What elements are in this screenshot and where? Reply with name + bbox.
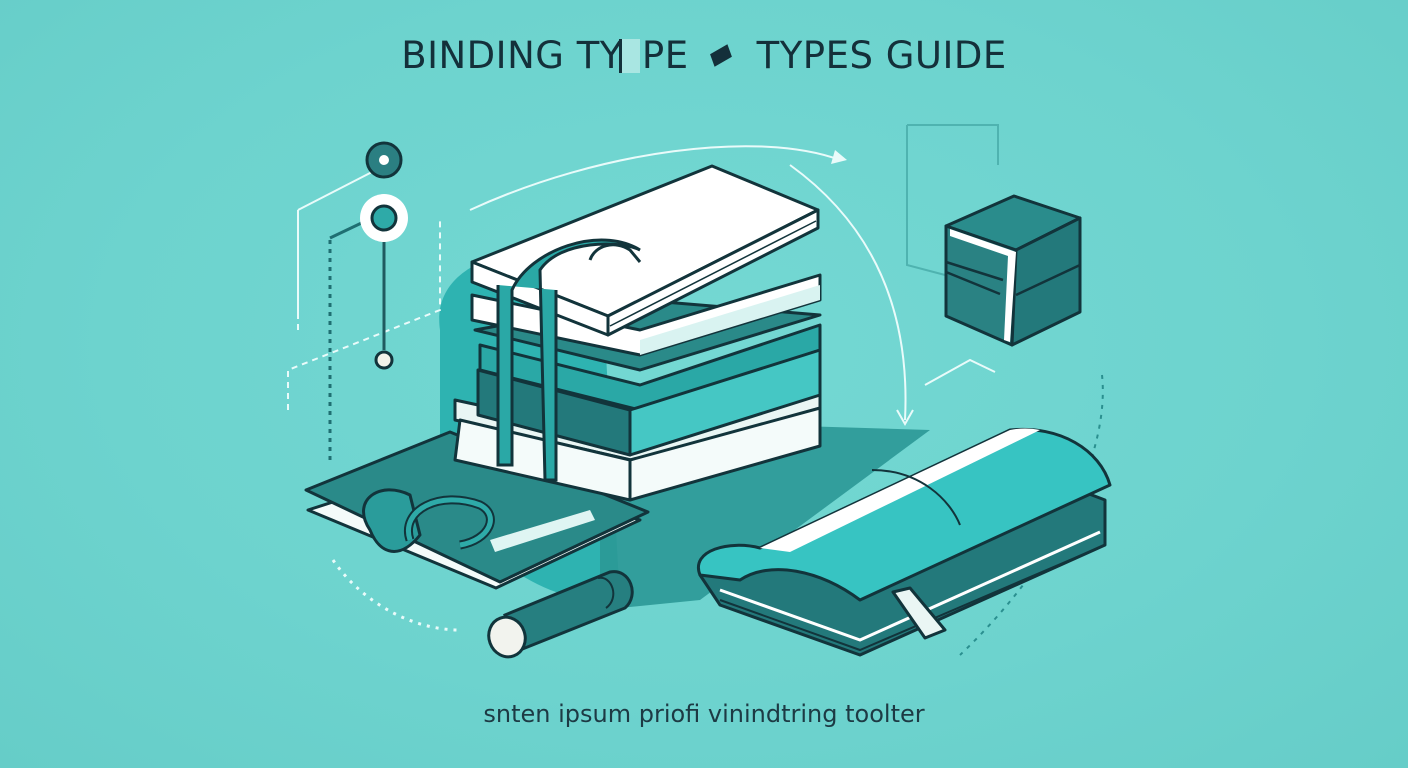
- glitch-block-icon: [618, 39, 640, 73]
- page-title: BINDING TY PE TYPES GUIDE: [0, 34, 1408, 77]
- connector-nodes: [329, 141, 408, 370]
- decorative-lines: [287, 124, 1104, 656]
- caption-text: snten ipsum priofi vinindtring toolter: [483, 700, 925, 728]
- rolled-cover: [696, 427, 1112, 657]
- title-part-1: BINDING TY: [401, 34, 623, 77]
- book-strap: [496, 238, 642, 482]
- glue-stick-icon: [487, 570, 634, 659]
- stacked-books: [453, 164, 822, 502]
- notebook-with-loops: [304, 430, 650, 590]
- node-bottom-icon: [374, 350, 394, 370]
- cube-box-icon: [944, 194, 1082, 347]
- title-part-2: PE: [641, 34, 689, 77]
- title-part-3: TYPES GUIDE: [756, 34, 1007, 77]
